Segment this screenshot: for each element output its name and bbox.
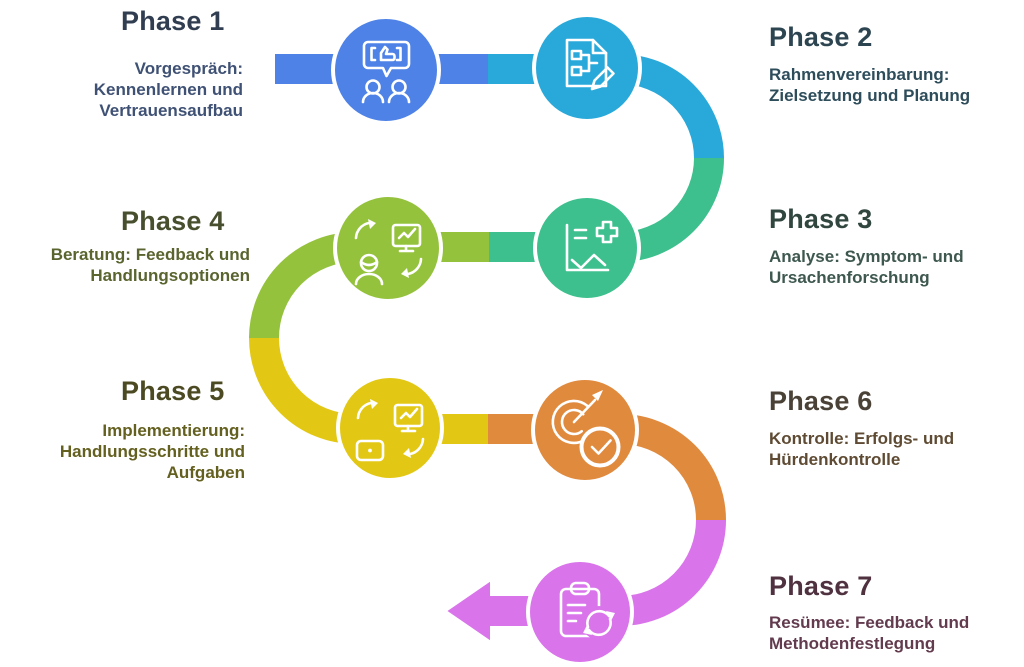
phase-4-node <box>333 193 443 303</box>
phase-5-node <box>336 374 444 482</box>
conversation-thumbs-up-icon <box>361 40 411 104</box>
phase-nodes <box>331 13 642 666</box>
phase-1-heading: Phase 1 <box>121 6 225 36</box>
phase-3-description: Analyse: Symptom- und Ursachenforschung <box>769 247 964 287</box>
phase-6-description: Kontrolle: Erfolgs- und Hürdenkontrolle <box>769 429 955 469</box>
phase-6-heading: Phase 6 <box>769 386 873 416</box>
phase-5-heading: Phase 5 <box>121 376 225 406</box>
phase-7-description: Resümee: Feedback und Methodenfestlegung <box>769 613 970 653</box>
flow-end-arrowhead <box>440 574 494 648</box>
clipboard-refresh-icon <box>559 581 616 640</box>
flow-band-segments <box>249 54 726 626</box>
phase-3-heading: Phase 3 <box>769 204 873 234</box>
devices-sync-icon <box>355 399 425 462</box>
phase-2-node <box>532 13 642 123</box>
flow-band-outline <box>244 50 731 630</box>
phase-1-node <box>331 15 441 125</box>
phase-7-heading: Phase 7 <box>769 571 873 601</box>
phase-1-description: Vorgespräch: Kennenlernen und Vertrauens… <box>93 59 243 120</box>
phase-4-heading: Phase 4 <box>121 206 225 236</box>
phase-5-description: Implementierung: Handlungsschritte und A… <box>59 421 245 482</box>
phase-6-node <box>531 376 639 484</box>
phase-3-node <box>533 194 641 302</box>
person-screen-cycle-icon <box>354 219 423 286</box>
document-plan-pencil-icon <box>565 38 615 91</box>
target-check-icon <box>551 390 621 468</box>
phase-2-description: Rahmenvereinbarung: Zielsetzung und Plan… <box>769 65 971 105</box>
phase-2-heading: Phase 2 <box>769 22 873 52</box>
phase-4-description: Beratung: Feedback und Handlungsoptionen <box>50 245 250 285</box>
analysis-chart-cross-icon <box>565 220 619 272</box>
